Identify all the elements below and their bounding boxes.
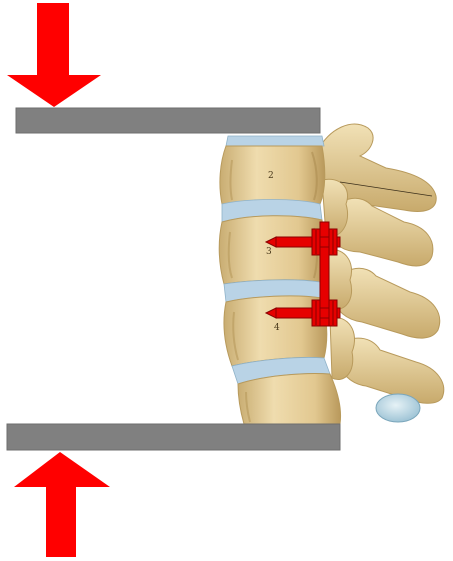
vertebra-label-3: 3 <box>266 247 272 257</box>
vertebra-label-2: 2 <box>268 171 274 181</box>
posterior-processes <box>318 124 444 403</box>
bottom-compression-plate <box>7 424 340 450</box>
bottom-force-arrow <box>14 452 110 557</box>
top-force-arrow <box>7 3 101 107</box>
top-compression-plate <box>16 108 320 133</box>
lumbar-spine-illustration: 2 3 4 <box>219 124 444 424</box>
vertebra-label-4: 4 <box>274 323 280 333</box>
cyst-blob <box>376 394 420 422</box>
